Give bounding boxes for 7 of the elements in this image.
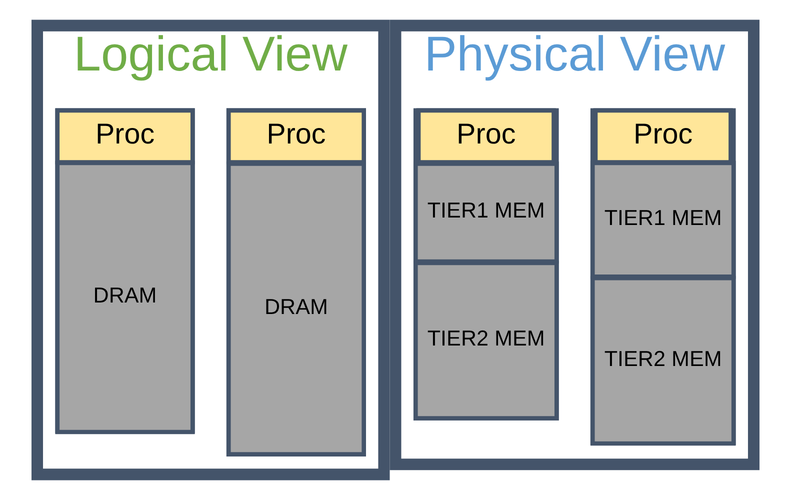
node-box: TIER1 MEM — [590, 160, 736, 279]
node-box: TIER2 MEM — [590, 276, 736, 446]
node-box: Proc — [416, 108, 556, 164]
node-box: TIER2 MEM — [412, 260, 558, 420]
node-box: DRAM — [54, 160, 194, 434]
node-box: Proc — [226, 108, 366, 164]
node-box: TIER1 MEM — [412, 162, 558, 264]
